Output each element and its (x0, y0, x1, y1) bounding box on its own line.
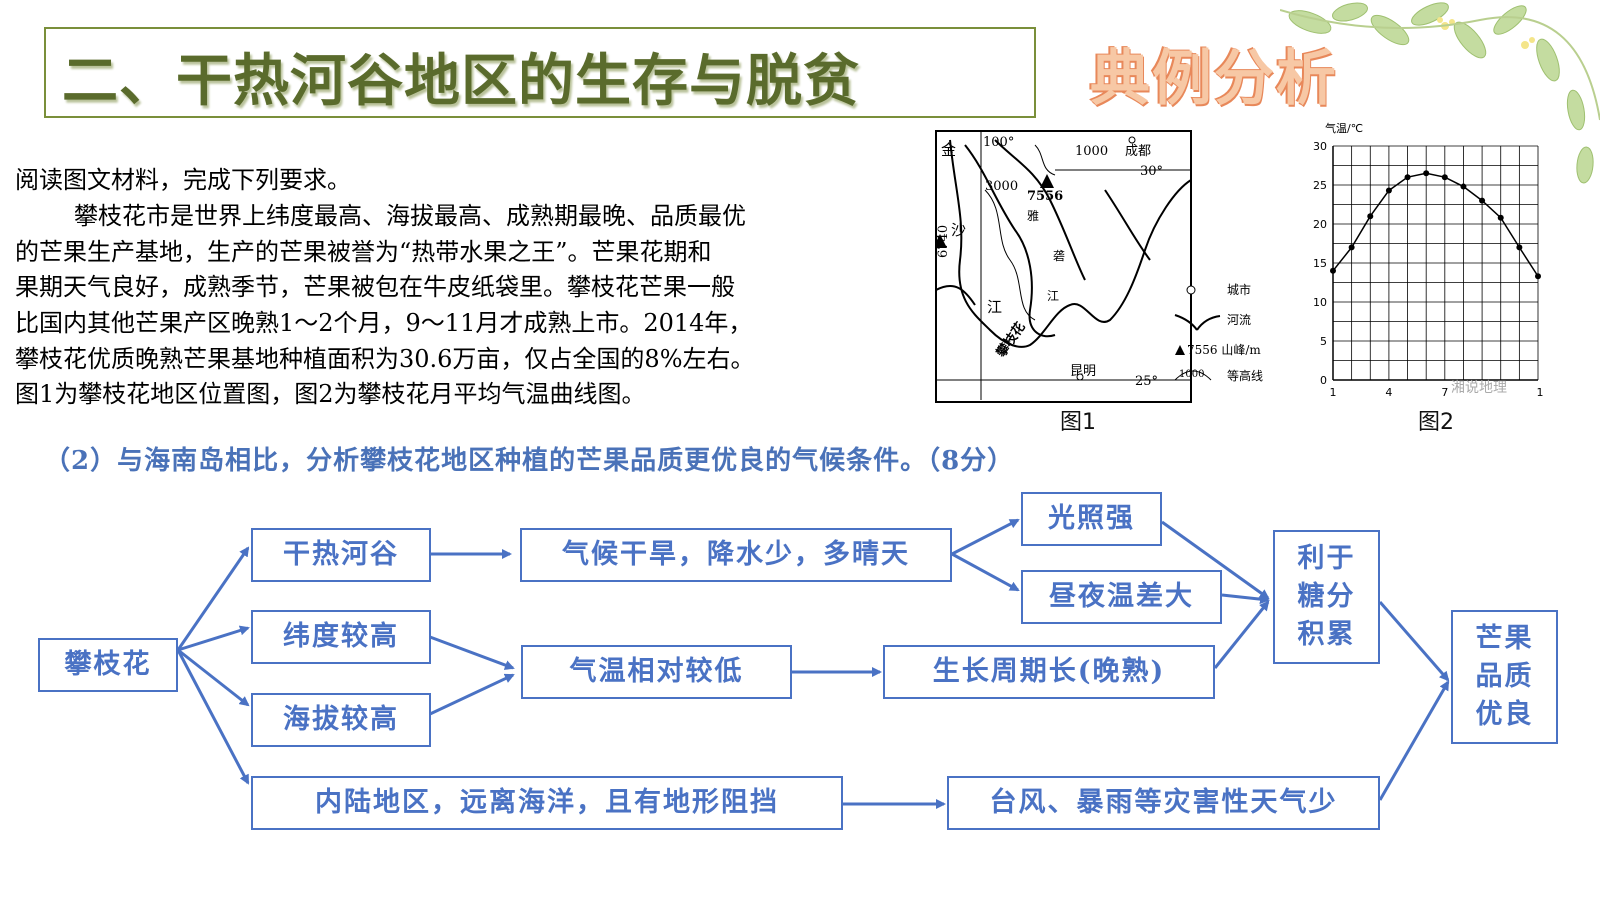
arrow-climate-to-tempdiff (951, 552, 1020, 592)
slide-subtitle: 典例分析 (1090, 44, 1338, 114)
legend-contour-value: 1000 (1179, 369, 1204, 380)
leaf-decoration (1280, 2, 1600, 184)
chart-x-tick-label: 1 (1537, 386, 1544, 399)
chart-point (1330, 267, 1336, 274)
arrow-disaster-to-quality (1378, 680, 1450, 801)
question-text: （2）与海南岛相比，分析攀枝花地区种植的芒果品质更优良的气候条件。（8分） (44, 446, 1015, 476)
river-jiang-label-1: 江 (987, 298, 1002, 316)
city-kunming-marker (1076, 373, 1084, 381)
river-jin-label: 金 (941, 141, 956, 159)
city-chengdu-label: 成都 (1125, 144, 1151, 159)
reading-line-4: 果期天气良好，成熟季节，芒果被包在牛皮纸袋里。攀枝花芒果一般 (15, 273, 735, 301)
flow-box-low-temp: 气温相对较低 (521, 645, 792, 699)
chart-point (1460, 183, 1467, 190)
arrow-sugar-to-quality (1378, 601, 1450, 682)
peak-6740-marker (935, 234, 947, 248)
chart-x-tick-label: 4 (1385, 386, 1392, 399)
arrow-panzhihua-to-inland (176, 649, 250, 785)
chart-point (1385, 187, 1392, 194)
chart-y-tick-label: 15 (1313, 257, 1327, 270)
map-legend: 城市 河流 7556 山峰/m 1000 等高线 (1174, 282, 1263, 383)
chart-point (1423, 170, 1430, 177)
peak-7556-label: 7556 (1027, 189, 1063, 204)
legend-contour-label: 等高线 (1227, 368, 1263, 383)
lat-25-label: 25° (1135, 374, 1158, 389)
river-lines (935, 139, 1192, 348)
chart-grid (1332, 145, 1539, 381)
chart-point (1348, 244, 1355, 251)
map-frame (935, 130, 1192, 403)
map-caption: 图1 (1060, 410, 1096, 435)
flow-box-dry-climate: 气候干旱，降水少，多晴天 (520, 528, 952, 582)
flow-box-strong-light: 光照强 (1021, 492, 1162, 546)
city-kunming-label: 昆明 (1070, 364, 1096, 379)
lat-30-label: 30° (1140, 164, 1163, 179)
flow-box-temp-diff: 昼夜温差大 (1021, 570, 1222, 624)
chart-x-tick-label: 7 (1441, 386, 1448, 399)
flow-box-sugar: 利于糖分积累 (1273, 530, 1380, 664)
arrow-panzhihua-to-altitude (177, 648, 250, 707)
reading-line-2: 攀枝花市是世界上纬度最高、海拔最高、成熟期最晚、品质最优 (74, 202, 746, 230)
chart-point (1367, 213, 1374, 220)
flow-box-long-growth: 生长周期长(晚熟) (883, 645, 1215, 699)
arrow-light-to-sugar (1161, 520, 1270, 600)
arrow-tempdiff-to-sugar (1221, 593, 1270, 605)
reading-line-5: 比国内其他芒果产区晚熟1～2个月，9～11月才成熟上市。2014年， (15, 309, 753, 337)
chart-point (1516, 244, 1523, 251)
flow-box-dry-hot-valley: 干热河谷 (251, 528, 431, 582)
reading-line-3: 的芒果生产基地，生产的芒果被誉为“热带水果之王”。芒果花期和 (15, 238, 712, 266)
chart-y-tick-label: 30 (1313, 140, 1327, 153)
flow-box-high-latitude: 纬度较高 (251, 610, 431, 664)
arrow-growth-to-sugar (1213, 600, 1270, 669)
chart-y-axis-label: 气温/℃ (1325, 121, 1363, 135)
legend-peak-label: 7556 山峰/m (1187, 343, 1261, 357)
reading-line-6: 攀枝花优质晚熟芒果基地种植面积为30.6万亩，仅占全国的8%左右。 (15, 345, 755, 373)
chart-y-tick-label: 25 (1313, 179, 1327, 192)
temperature-chart: 气温/℃ 0 5 10 15 20 25 30 1 4 7 1 湘说地理 (1303, 116, 1553, 416)
city-chengdu-marker (1128, 136, 1136, 144)
chart-y-tick-label: 10 (1313, 296, 1327, 309)
chart-point (1479, 197, 1486, 204)
flow-box-less-disaster: 台风、暴雨等灾害性天气少 (947, 776, 1380, 830)
chart-x-tick-label: 1 (1330, 386, 1337, 399)
flow-box-panzhihua: 攀枝花 (38, 638, 178, 692)
arrow-altitude-to-temp (429, 673, 515, 716)
arrow-panzhihua-to-valley (176, 546, 250, 651)
slide-title: 二、干热河谷地区的生存与脱贫 (62, 49, 860, 114)
peak-7556-marker (1040, 174, 1054, 188)
location-map: 100° 30° 25° 1000 3000 7556 6740 成都 昆明 金… (935, 130, 1263, 403)
chart-watermark: 湘说地理 (1451, 380, 1507, 396)
chart-point (1404, 174, 1411, 181)
flow-box-quality: 芒果品质优良 (1451, 610, 1558, 744)
lon-100-label: 100° (983, 135, 1014, 150)
arrow-climate-to-light (951, 518, 1020, 556)
legend-city-label: 城市 (1227, 282, 1251, 297)
river-ya-label: 雅 (1027, 208, 1039, 223)
chart-y-tick-label: 5 (1320, 335, 1327, 348)
chart-caption: 图2 (1418, 410, 1454, 435)
chart-point (1497, 214, 1504, 221)
chart-point (1535, 273, 1541, 280)
chart-series-line (1332, 172, 1539, 277)
river-long-label: 砻 (1053, 248, 1065, 263)
arrow-panzhihua-to-latitude (177, 625, 250, 652)
flow-box-inland: 内陆地区，远离海洋，且有地形阻挡 (251, 776, 843, 830)
contour-1000-label: 1000 (1075, 144, 1108, 159)
chart-y-tick-label: 20 (1313, 218, 1327, 231)
contour-lines (984, 144, 1056, 321)
arrow-latitude-to-temp (429, 635, 515, 670)
title-frame (44, 27, 1036, 118)
legend-river-label: 河流 (1227, 313, 1251, 327)
river-sha-label: 沙 (951, 221, 966, 239)
chart-point (1441, 174, 1448, 181)
reading-line-1: 阅读图文材料，完成下列要求。 (15, 166, 351, 194)
chart-y-tick-label: 0 (1320, 374, 1327, 387)
reading-line-7: 图1为攀枝花地区位置图，图2为攀枝花月平均气温曲线图。 (15, 380, 646, 408)
contour-3000-label: 3000 (985, 179, 1018, 194)
river-jiang-label-2: 江 (1047, 289, 1059, 303)
flow-box-high-altitude: 海拔较高 (251, 693, 431, 747)
